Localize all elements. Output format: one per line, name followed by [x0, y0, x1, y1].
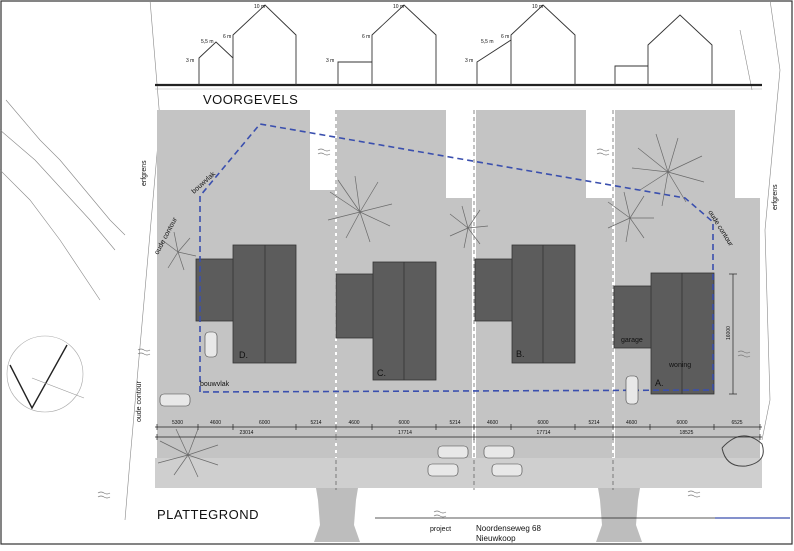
- dimension-total: 17714: [537, 430, 551, 436]
- car-icon: [437, 445, 469, 459]
- dimension-value: 5300: [172, 420, 183, 426]
- vertical-dim-label: 16000: [726, 326, 732, 340]
- road: [155, 458, 762, 542]
- elevation-house-a: [614, 14, 713, 85]
- dimension-value: 6000: [398, 420, 409, 426]
- car-icon: [483, 445, 515, 459]
- building-d: [195, 244, 297, 364]
- dimension-total: 18525: [680, 430, 694, 436]
- trees: [157, 133, 705, 478]
- height-label: 3 m: [186, 58, 194, 64]
- car-icon: [159, 393, 191, 407]
- dimension-value: 4600: [626, 420, 637, 426]
- dimension-value: 4600: [348, 420, 359, 426]
- height-label: 5,5 m: [201, 39, 214, 45]
- tree-symbol: [157, 428, 219, 478]
- turning-circle: [721, 435, 764, 467]
- dimension-value: 6525: [731, 420, 742, 426]
- dimension-value: 5214: [588, 420, 599, 426]
- grass-marks: [97, 148, 751, 518]
- erfgrens-label-right: erfgrens: [772, 184, 779, 210]
- dimension-value: 5214: [310, 420, 321, 426]
- dimension-value: 5214: [449, 420, 460, 426]
- lot-label-c: C.: [377, 368, 386, 378]
- building-b: [474, 244, 576, 364]
- oude-contour-label-left: oude contour: [136, 380, 143, 422]
- height-label: 10 m: [254, 4, 265, 10]
- car-icon: [625, 375, 639, 405]
- height-label: 6 m: [223, 34, 231, 40]
- height-label: 3 m: [326, 58, 334, 64]
- vertical-dimension: [729, 273, 737, 395]
- height-label: 3 m: [465, 58, 473, 64]
- voorgevels-title: VOORGEVELS: [203, 92, 298, 107]
- dimension-value: 6000: [259, 420, 270, 426]
- project-label: project: [430, 526, 451, 533]
- dimension-value: 4600: [210, 420, 221, 426]
- project-address: Noordenseweg 68: [476, 524, 541, 533]
- north-arrow: [6, 335, 85, 413]
- lot-label-b: B.: [516, 349, 525, 359]
- height-label: 6 m: [362, 34, 370, 40]
- tree-symbol: [161, 231, 197, 271]
- elevation-house-b: [476, 4, 576, 85]
- bouwvlak-label: bouwvlak: [200, 381, 230, 388]
- bouwvlak-boundary: [199, 123, 714, 393]
- tree-symbol: [631, 133, 705, 207]
- plattegrond-title: PLATTEGROND: [157, 507, 259, 522]
- dimension-value: 4600: [487, 420, 498, 426]
- cars: [159, 331, 639, 477]
- elevation-house-c: [337, 4, 437, 85]
- building-a: [613, 272, 715, 395]
- lot-label-d: D.: [239, 350, 248, 360]
- height-label: 6 m: [501, 34, 509, 40]
- garage-label: garage: [621, 337, 643, 344]
- elevations: 10 m 6 m 5,5 m 3 m 10 m 6 m 3 m 10 m 6 m…: [155, 4, 762, 107]
- dimension-row-1: 5300 4600 6000 5214 4600 6000 5214 4600 6000 5214…: [156, 420, 761, 430]
- height-label: 10 m: [532, 4, 543, 10]
- car-icon: [427, 463, 459, 477]
- tree-symbol: [607, 191, 654, 243]
- project-city: Nieuwkoop: [476, 534, 516, 543]
- dimension-row-2: 23014 17714 17714 18525: [156, 430, 761, 440]
- building-c: [335, 261, 437, 381]
- dimension-lines: [155, 426, 762, 438]
- car-icon: [491, 463, 523, 477]
- lot-label-a: A.: [655, 378, 664, 388]
- tree-symbol: [449, 205, 489, 249]
- dimension-value: 6000: [676, 420, 687, 426]
- height-label: 5,5 m: [481, 39, 494, 45]
- height-label: 10 m: [393, 4, 404, 10]
- erfgrens-label-left: erfgrens: [141, 160, 148, 186]
- tree-symbol: [327, 175, 393, 243]
- woning-label: woning: [668, 362, 691, 369]
- surroundings: [0, 0, 781, 521]
- car-icon: [204, 331, 218, 358]
- elevation-house-d: [198, 4, 297, 85]
- dimension-total: 23014: [240, 430, 254, 436]
- dimension-value: 6000: [537, 420, 548, 426]
- dimension-total: 17714: [398, 430, 412, 436]
- buildings: [195, 244, 715, 395]
